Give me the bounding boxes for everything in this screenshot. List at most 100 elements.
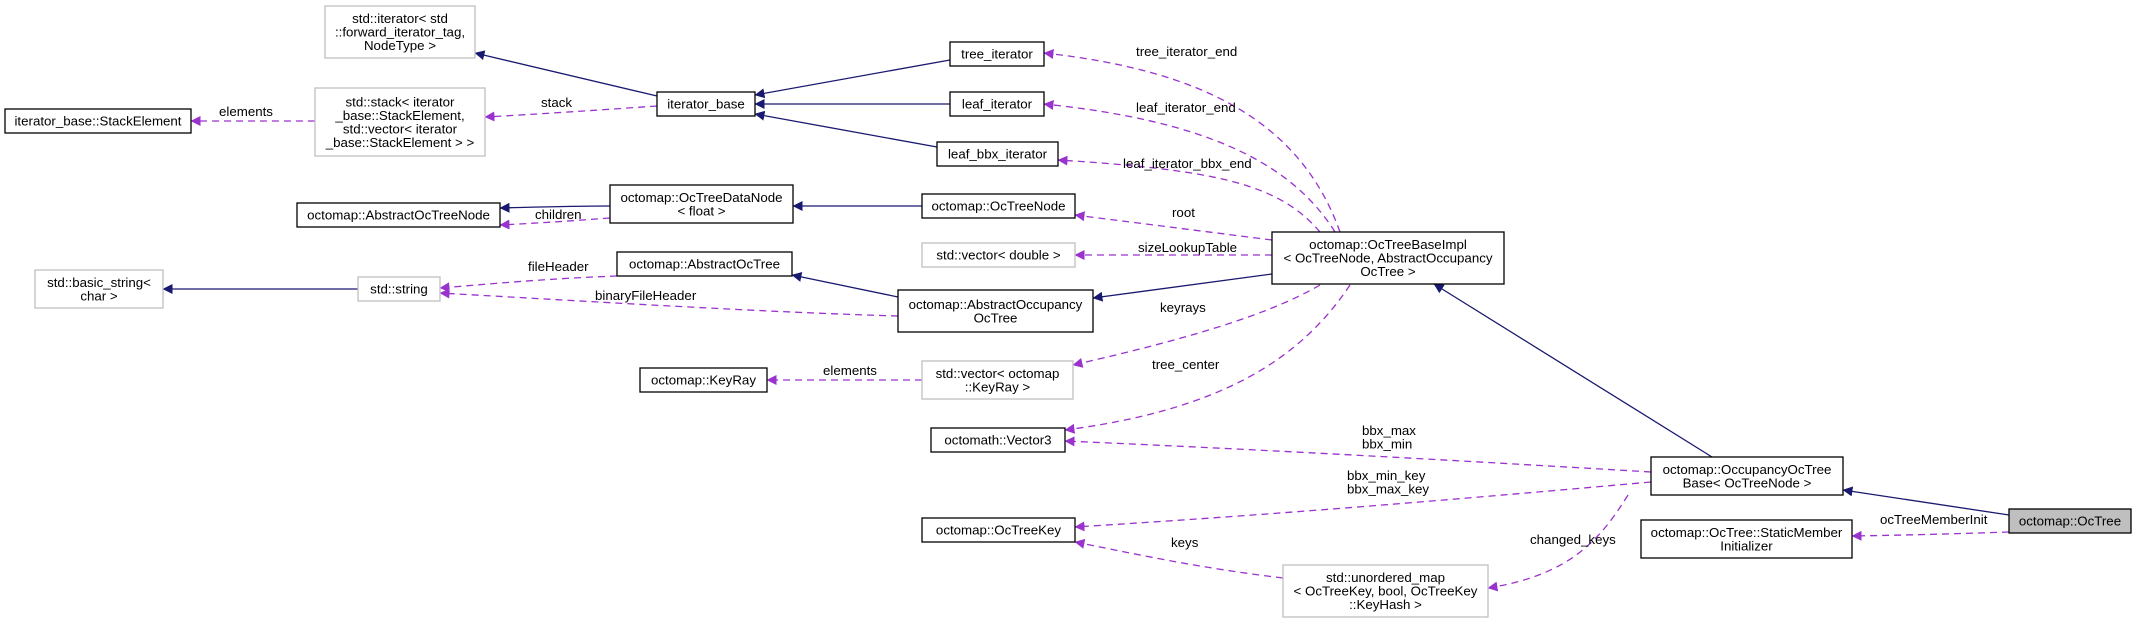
label-elements-keyray: elements [823,363,877,378]
node-octree-node[interactable]: octomap::OcTreeNode [921,193,1076,219]
edge-root [1074,211,1273,241]
node-label-line: octomap::OcTreeNode [931,199,1065,214]
node-box [921,242,1076,268]
node-box [1282,564,1489,618]
label-keyrays: keyrays [1160,300,1206,315]
node-octree-base-impl[interactable]: octomap::OcTreeBaseImpl< OcTreeNode, Abs… [1271,231,1505,285]
node-label-line: octomap::OccupancyOcTree [1663,462,1832,477]
node-box [921,193,1076,219]
node-octree-data-node[interactable]: octomap::OcTreeDataNode< float > [609,184,794,224]
label-elements-stack: elements [219,104,273,119]
node-label-line: octomap::OcTreeDataNode [620,190,782,205]
node-box [357,276,441,302]
node-box [609,184,794,224]
node-box [1271,231,1505,285]
node-label-line: leaf_iterator [962,97,1033,112]
edge-leaf-iterator-end [1043,99,1336,233]
label-octree-member-init: ocTreeMemberInit [1880,512,1988,527]
node-label-line: Initializer [1720,538,1773,553]
node-box [639,367,768,393]
node-box [656,91,756,117]
node-leaf-iterator[interactable]: leaf_iterator [949,91,1045,117]
edge-octree-member-init [1851,530,2010,541]
node-box [34,269,164,309]
edge-base-impl-to-abstract-occupancy [1092,273,1273,302]
node-box [1650,456,1844,496]
node-box [296,202,501,228]
node-label-line: std::vector< double > [936,248,1060,263]
node-label-line: octomap::AbstractOccupancy [909,297,1083,312]
edge-leaf-bbx-iterator-to-iterator-base [754,110,938,148]
node-label-line: octomap::AbstractOcTreeNode [307,208,490,223]
edge-children [499,217,611,230]
node-label-line: octomap::OcTreeBaseImpl [1309,237,1467,252]
edges [162,49,2010,592]
node-abstract-octree[interactable]: octomap::AbstractOcTree [616,251,793,277]
node-octree-key[interactable]: octomap::OcTreeKey [921,517,1076,543]
node-label-line: octomap::OcTree [2019,514,2121,529]
node-label-line: std::string [370,282,428,297]
edge-labels: tree_iterator_end leaf_iterator_end leaf… [219,44,1988,550]
node-box [897,289,1094,333]
node-label-line: octomap::OcTreeKey [936,523,1061,538]
node-vector-double[interactable]: std::vector< double > [921,242,1076,268]
node-abstract-octree-node[interactable]: octomap::AbstractOcTreeNode [296,202,501,228]
label-file-header: fileHeader [528,259,589,274]
edge-abstract-occupancy-to-abstract-octree [791,272,899,298]
edge-changed-keys [1487,494,1629,592]
edge-label-line: bbx_max [1362,423,1416,438]
node-box [930,427,1066,453]
node-label-line: leaf_bbx_iterator [948,147,1048,162]
node-label-line: std::vector< iterator [343,121,458,136]
edge-label-line: bbx_min [1362,437,1412,452]
edge-binary-file-header [439,288,899,317]
node-label-line: std::iterator< std [352,11,448,26]
node-label-line: _base::StackElement, [334,108,464,123]
node-label-line: < OcTreeNode, AbstractOccupancy [1283,251,1492,266]
node-std-string[interactable]: std::string [357,276,441,302]
node-label-line: octomap::KeyRay [651,373,756,388]
node-label-line: OcTree > [1360,264,1416,279]
node-tree-iterator[interactable]: tree_iterator [949,41,1045,67]
node-stack-element[interactable]: iterator_base::StackElement [4,108,192,134]
node-label-line: octomap::AbstractOcTree [629,257,780,272]
node-vector3[interactable]: octomath::Vector3 [930,427,1066,453]
node-box [921,360,1074,400]
node-label-line: ::KeyRay > [965,379,1031,394]
node-label-line: ::KeyHash > [1349,597,1422,612]
node-label-line: std::basic_string< [47,275,151,290]
node-label-line: iterator_base::StackElement [14,114,181,129]
edge-bbx-min-max-key [1074,481,1652,532]
node-vector-keyray[interactable]: std::vector< octomap::KeyRay > [921,360,1074,400]
node-basic-string[interactable]: std::basic_string<char > [34,269,164,309]
node-box [949,41,1045,67]
edge-file-header [439,275,618,293]
label-tree-center: tree_center [1152,357,1220,372]
label-leaf-iterator-bbx-end: leaf_iterator_bbx_end [1123,156,1252,171]
edge-octree-to-occupancy-base [1842,486,2010,516]
node-iterator-base[interactable]: iterator_base [656,91,756,117]
node-label-line: octomap::OcTree::StaticMember [1651,525,1843,540]
node-label-line: iterator_base [667,97,745,112]
node-unordered-map[interactable]: std::unordered_map< OcTreeKey, bool, OcT… [1282,564,1489,618]
node-std-stack[interactable]: std::stack< iterator_base::StackElement,… [314,87,486,157]
edge-leaf-iterator-bbx-end [1057,155,1321,233]
node-keyray[interactable]: octomap::KeyRay [639,367,768,393]
node-label-line: tree_iterator [961,47,1033,62]
node-label-line: octomath::Vector3 [944,433,1051,448]
node-box [2008,508,2132,534]
label-keys: keys [1171,535,1199,550]
node-std-iterator[interactable]: std::iterator< std::forward_iterator_tag… [324,5,476,59]
edge-iterator-base-to-std-iterator [474,50,658,97]
node-box [936,141,1059,167]
label-changed-keys: changed_keys [1530,532,1616,547]
node-leaf-bbx-iterator[interactable]: leaf_bbx_iterator [936,141,1059,167]
node-label-line: OcTree [974,310,1018,325]
edge-data-node-to-abstract-node [499,202,611,213]
node-octree[interactable]: octomap::OcTree [2008,508,2132,534]
node-label-line: < float > [677,203,725,218]
